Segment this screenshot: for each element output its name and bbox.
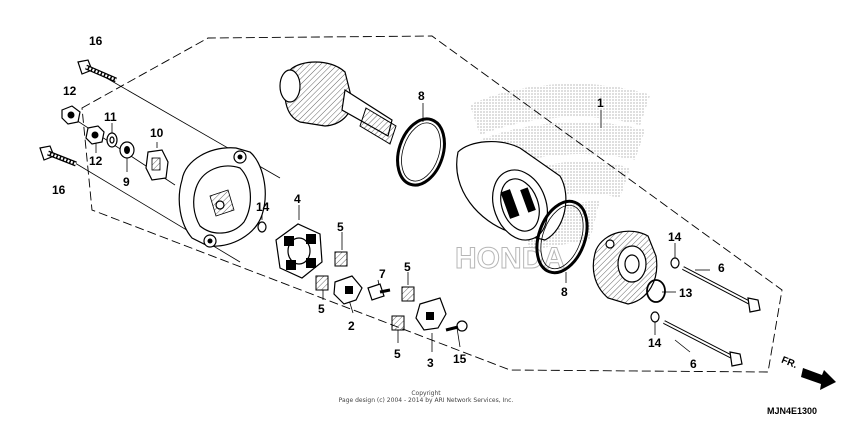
copyright-line-2: Page design (c) 2004 - 2014 by ARI Netwo… [339, 397, 514, 404]
callout-16-lower: 16 [52, 183, 66, 197]
screw-15 [445, 320, 468, 332]
washer-14-lower [650, 311, 660, 323]
copyright-line-1: Copyright [411, 390, 441, 397]
washer-11 [106, 132, 118, 148]
washer-14-upper [670, 257, 680, 269]
bolt-16-lower [39, 145, 77, 167]
brush-2 [333, 275, 363, 305]
o-ring-8-upper [396, 117, 446, 187]
o-ring-13 [646, 279, 666, 303]
callout-8-upper: 8 [418, 89, 425, 103]
front-arrow-icon [801, 368, 836, 390]
callout-labels: 16 16 12 12 11 10 9 14 4 5 5 7 2 5 5 3 1… [52, 34, 725, 371]
callout-10: 10 [150, 126, 164, 140]
callout-5-b: 5 [318, 302, 325, 316]
callout-6-lower: 6 [690, 357, 697, 371]
spring-5-d [391, 315, 405, 331]
spring-5-c [401, 286, 415, 302]
o-ring-8-lower [535, 199, 589, 275]
nut-12-upper [61, 105, 81, 125]
bolt-7 [367, 283, 391, 301]
callout-2: 2 [348, 319, 355, 333]
callout-14-upper: 14 [668, 230, 682, 244]
seal-9 [119, 141, 135, 159]
diagram-code: MJN4E1300 [767, 406, 817, 416]
front-direction-indicator: FR. [780, 355, 836, 390]
bolt-6-lower [663, 320, 743, 367]
spring-5-a [334, 251, 348, 267]
callout-12-lower: 12 [89, 154, 103, 168]
terminal-10 [145, 149, 169, 181]
callout-6-upper: 6 [718, 261, 725, 275]
assembly-boundary [81, 35, 783, 373]
washer-14-rear [257, 221, 267, 233]
spring-5-b [315, 275, 329, 291]
callout-7: 7 [379, 267, 386, 281]
callout-11: 11 [104, 110, 117, 124]
callout-13: 13 [679, 286, 693, 300]
callout-14-lower: 14 [648, 336, 662, 350]
callout-1: 1 [597, 96, 604, 110]
callout-12-upper: 12 [63, 84, 77, 98]
bolt-6-upper [682, 266, 761, 313]
motor-yoke-1 [456, 141, 567, 241]
armature [279, 61, 397, 145]
front-cover [592, 230, 658, 305]
rear-cover [178, 147, 266, 248]
callout-5-d: 5 [394, 347, 401, 361]
callout-16-upper: 16 [89, 34, 103, 48]
bolt-16-upper [77, 59, 117, 83]
callout-9: 9 [123, 175, 130, 189]
callout-5-a: 5 [337, 220, 344, 234]
callout-14-rear: 14 [256, 200, 270, 214]
brush-3 [415, 297, 447, 331]
brush-holder-4 [275, 223, 323, 279]
callout-4: 4 [294, 192, 301, 206]
nut-12-lower [85, 125, 105, 145]
front-direction-label: FR. [780, 355, 799, 371]
callout-15: 15 [453, 352, 467, 366]
callout-3: 3 [427, 356, 434, 370]
callout-5-c: 5 [404, 260, 411, 274]
callout-8-lower: 8 [561, 285, 568, 299]
